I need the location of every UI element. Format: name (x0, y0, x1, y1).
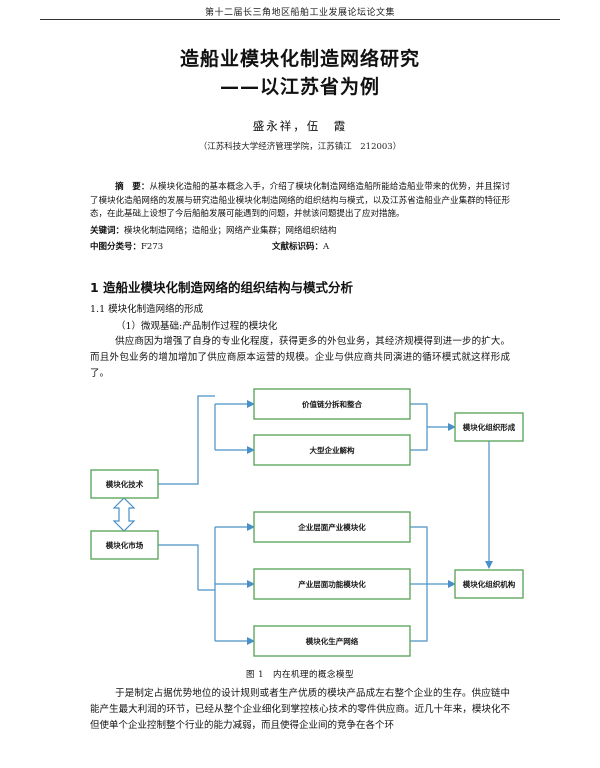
header-rule (40, 19, 560, 20)
label-modular-technology: 模块化技术 (106, 479, 144, 489)
box-firm-industry (253, 511, 411, 543)
box-value-chain (253, 388, 411, 420)
label-production-network: 模块化生产网络 (306, 636, 359, 646)
keywords-text: 模块化制造网络；造船业；网络产业集群；网络组织结构 (124, 226, 337, 236)
box-org-body (454, 569, 524, 599)
abstract-label: 摘 要： (115, 182, 150, 192)
label-industry-function: 产业层面功能模块化 (298, 579, 366, 589)
label-firm-industry: 企业层面产业模块化 (297, 522, 366, 532)
abstract-text: 从模块化造船的基本概念入手，介绍了模块化制造网络造船所能给造船业带来的优势，并且… (90, 182, 510, 219)
section-heading: 1 造船业模块化制造网络的组织结构与模式分析 (90, 280, 354, 295)
keywords: 关键词：模块化制造网络；造船业；网络产业集群；网络组织结构 (90, 224, 337, 236)
docid-value: A (323, 242, 330, 252)
figure-caption: 图 1 内在机理的概念模型 (245, 670, 355, 680)
docid-label: 文献标识码： (272, 242, 324, 252)
box-modular-market (90, 530, 159, 560)
keywords-label: 关键词： (90, 226, 125, 236)
box-large-firm (253, 434, 411, 466)
double-arrow-icon (112, 497, 136, 532)
box-org-form (454, 412, 524, 442)
clc-label: 中图分类号： (90, 242, 142, 252)
authors: 盛永祥，伍 霞 (252, 119, 348, 133)
box-industry-function (253, 568, 411, 600)
label-org-body: 模块化组织机构 (463, 579, 516, 589)
abstract: 摘 要：从模块化造船的基本概念入手，介绍了模块化制造网络造船所能给造船业带来的优… (90, 181, 510, 222)
clc-value: F273 (141, 242, 164, 252)
label-value-chain: 价值链分拆和整合 (302, 399, 362, 409)
subsection-heading: 1.1 模块化制造网络的形成 (90, 304, 204, 315)
clc-number: 中图分类号：F273 (90, 240, 163, 252)
document-id: 文献标识码：A (272, 240, 329, 252)
paper-title: 造船业模块化制造网络研究 (179, 48, 420, 70)
label-org-form: 模块化组织形成 (463, 422, 516, 432)
subsubsection-heading: （1）微观基础:产品制作过程的模块化 (116, 321, 278, 332)
body-paragraph-2: 于是制定占据优势地位的设计规则或者生产优质的模块产品成左右整个企业的生存。供应链… (90, 688, 510, 731)
label-large-firm: 大型企业解构 (310, 445, 355, 455)
body-paragraph-1: 供应商因为增强了自身的专业化程度，获得更多的外包业务，其经济规模得到进一步的扩大… (90, 336, 510, 379)
label-modular-market: 模块化市场 (106, 540, 144, 550)
box-production-network (253, 625, 411, 657)
running-head: 第十二届长三角地区船舶工业发展论坛论文集 (204, 8, 395, 18)
affiliation: （江苏科技大学经济管理学院，江苏镇江 212003） (198, 142, 402, 152)
box-modular-technology (90, 469, 159, 499)
paper-subtitle: ——以江苏省为例 (219, 76, 380, 98)
